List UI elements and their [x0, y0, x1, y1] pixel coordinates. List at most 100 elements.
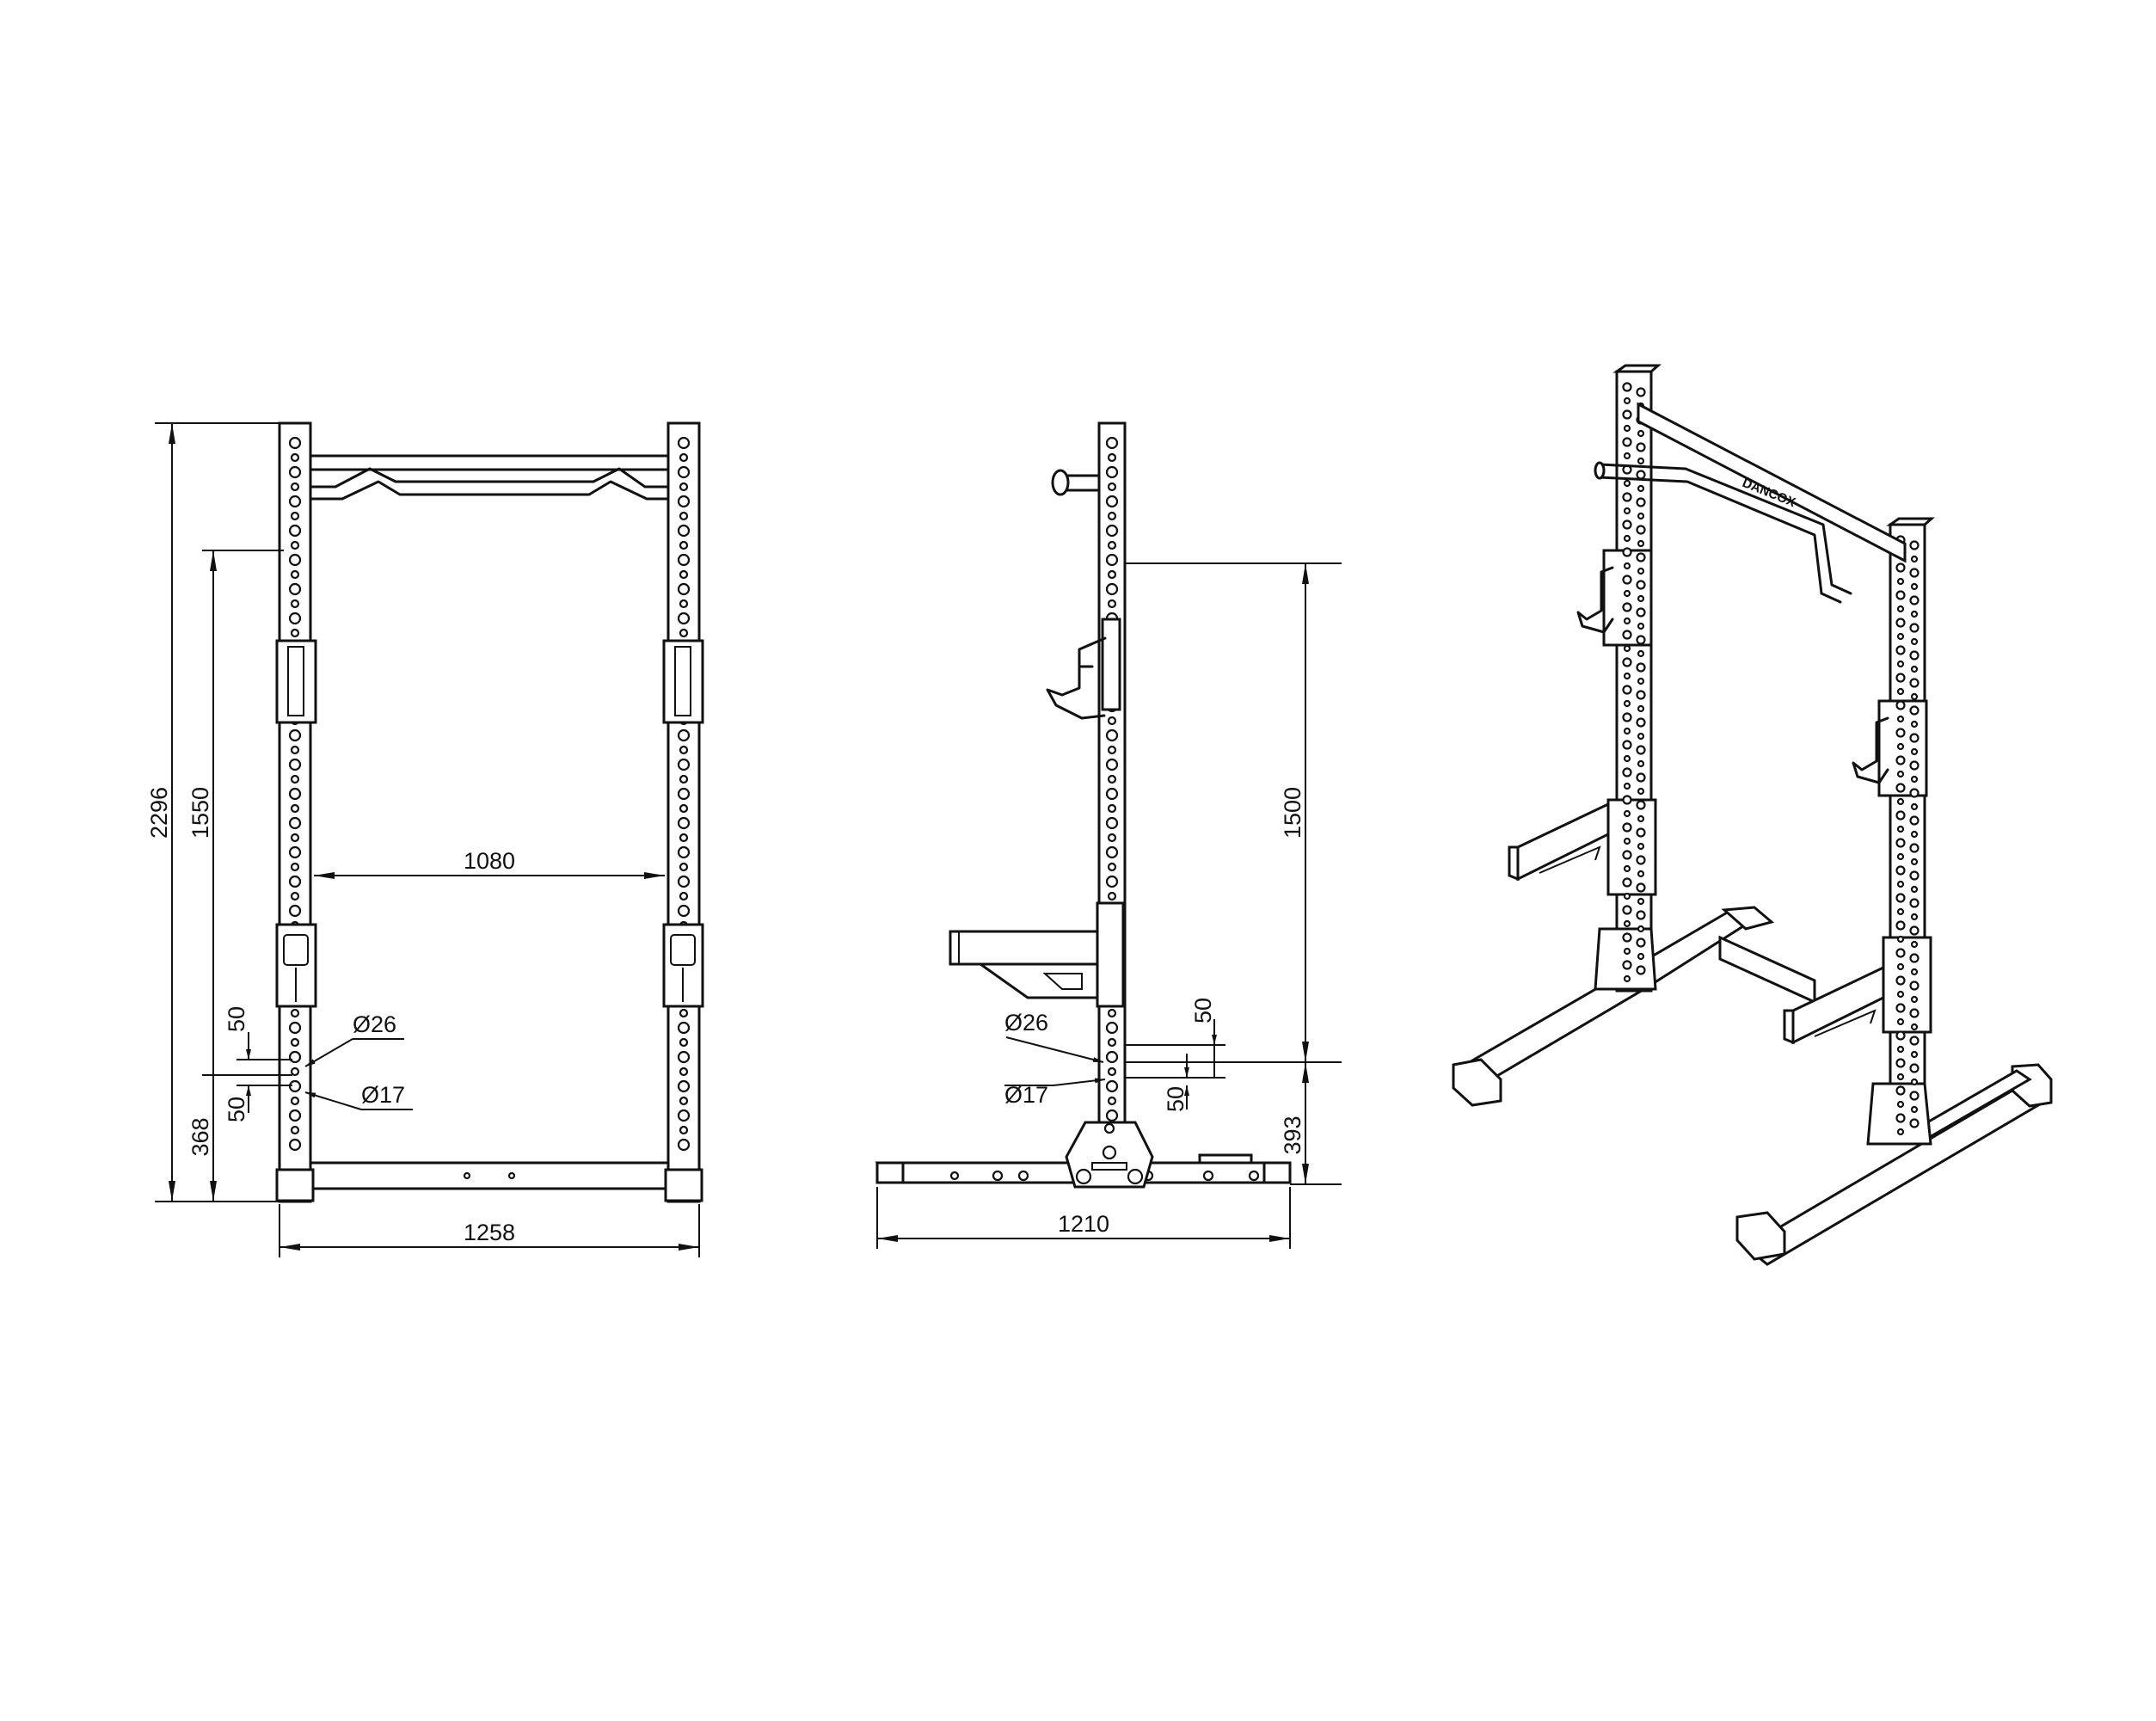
upright-hole — [1622, 932, 1632, 943]
upright-hole — [1623, 617, 1631, 625]
upright-hole — [1910, 1050, 1919, 1059]
upright-hole — [1622, 740, 1632, 750]
upright-hole — [1637, 704, 1645, 713]
upright-hole — [1895, 838, 1906, 848]
upright-hole — [677, 553, 691, 567]
upright-hole — [1909, 843, 1920, 853]
pullup-height-label: 1550 — [187, 787, 213, 839]
upright-hole — [679, 1037, 689, 1048]
iso-upright-holes — [1622, 382, 1920, 1136]
upright-hole — [1636, 497, 1646, 507]
upright-hole — [1107, 1066, 1117, 1077]
upright-hole — [288, 904, 302, 918]
upright-hole — [1637, 429, 1645, 438]
upright-hole — [1622, 409, 1632, 420]
upright-hole — [677, 436, 691, 450]
upright-hole — [1896, 770, 1905, 778]
upright-hole — [288, 582, 302, 596]
upright-hole — [1909, 705, 1920, 716]
upright-hole — [677, 1109, 691, 1122]
upright-hole — [1636, 965, 1646, 975]
upright-hole — [1909, 760, 1920, 771]
upright-hole — [1895, 893, 1906, 903]
upright-hole — [290, 1037, 300, 1048]
upright-hole — [677, 1079, 691, 1093]
upright-hole — [1896, 907, 1905, 916]
upright-hole — [1107, 716, 1117, 726]
upright-hole — [1895, 645, 1906, 655]
upright-hole — [1622, 492, 1632, 502]
upright-hole — [1896, 1100, 1905, 1109]
upright-hole — [1622, 602, 1632, 612]
upright-hole — [1909, 1091, 1920, 1101]
upright-hole — [1623, 864, 1631, 873]
upright-hole — [288, 845, 302, 859]
upright-hole — [1105, 1109, 1119, 1122]
upright-hole — [290, 511, 300, 521]
upright-hole — [290, 1125, 300, 1135]
upright-hole — [1623, 699, 1631, 708]
upright-hole — [1623, 479, 1631, 488]
total-height-label: 2296 — [146, 787, 172, 839]
upright-hole — [1896, 742, 1905, 751]
upright-hole — [1636, 635, 1646, 645]
base-depth-label: 1210 — [1058, 1211, 1109, 1237]
upright-hole — [288, 875, 302, 888]
upright-hole — [679, 540, 689, 550]
upright-hole — [1623, 727, 1631, 735]
upright-hole — [1910, 995, 1919, 1004]
upright-hole — [288, 1138, 302, 1152]
upright-hole — [290, 1008, 300, 1018]
upright-hole — [1622, 519, 1632, 530]
upright-hole — [1637, 539, 1645, 548]
upright-hole — [679, 628, 689, 638]
upright-hole — [679, 891, 689, 901]
upright-hole — [1637, 925, 1645, 933]
upright-hole — [679, 511, 689, 521]
upright-hole — [1895, 1003, 1906, 1013]
upright-hole — [677, 904, 691, 918]
pullup-bar — [309, 467, 670, 489]
front-safety-height-label: 368 — [187, 1117, 213, 1156]
upright-hole — [679, 745, 689, 755]
upright-hole — [290, 862, 300, 872]
upright-hole — [288, 524, 302, 538]
upright-hole — [1636, 525, 1646, 535]
upright-hole — [1895, 920, 1906, 931]
side-jhook — [1101, 618, 1121, 711]
upright-hole — [1105, 758, 1119, 771]
upright-hole — [288, 1050, 302, 1064]
isometric-view: DANCOX — [1452, 364, 2053, 1266]
upright-hole — [679, 803, 689, 814]
upright-hole — [1909, 788, 1920, 798]
upright-hole — [1636, 827, 1646, 838]
front-small-hole-label: Ø17 — [361, 1082, 405, 1108]
upright-hole — [1623, 396, 1631, 405]
upright-hole — [1637, 594, 1645, 603]
upright-hole — [1623, 534, 1631, 543]
side-view: 1500 393 50 50 1210 Ø26 Ø17 — [875, 421, 1342, 1249]
upright-hole — [677, 1138, 691, 1152]
upright-hole — [1909, 733, 1920, 743]
upright-hole — [1910, 857, 1919, 866]
upright-hole — [679, 1096, 689, 1106]
upright-hole — [1910, 692, 1919, 701]
upright-hole — [1895, 673, 1906, 683]
upright-hole — [1107, 482, 1117, 492]
upright-hole — [1636, 882, 1646, 893]
upright-hole — [1636, 772, 1646, 783]
upright-hole — [1107, 511, 1117, 521]
upright-hole — [290, 540, 300, 550]
upright-hole — [1622, 767, 1632, 778]
upright-hole — [1896, 962, 1905, 971]
upright-hole — [1637, 952, 1645, 961]
upright-hole — [288, 728, 302, 742]
upright-hole — [1622, 575, 1632, 585]
upright-hole — [1910, 582, 1919, 591]
upright-hole — [1637, 732, 1645, 741]
upright-hole — [1622, 795, 1632, 805]
upright-hole — [1105, 1050, 1119, 1064]
upright-hole — [1107, 833, 1117, 843]
upright-hole — [1637, 897, 1645, 906]
